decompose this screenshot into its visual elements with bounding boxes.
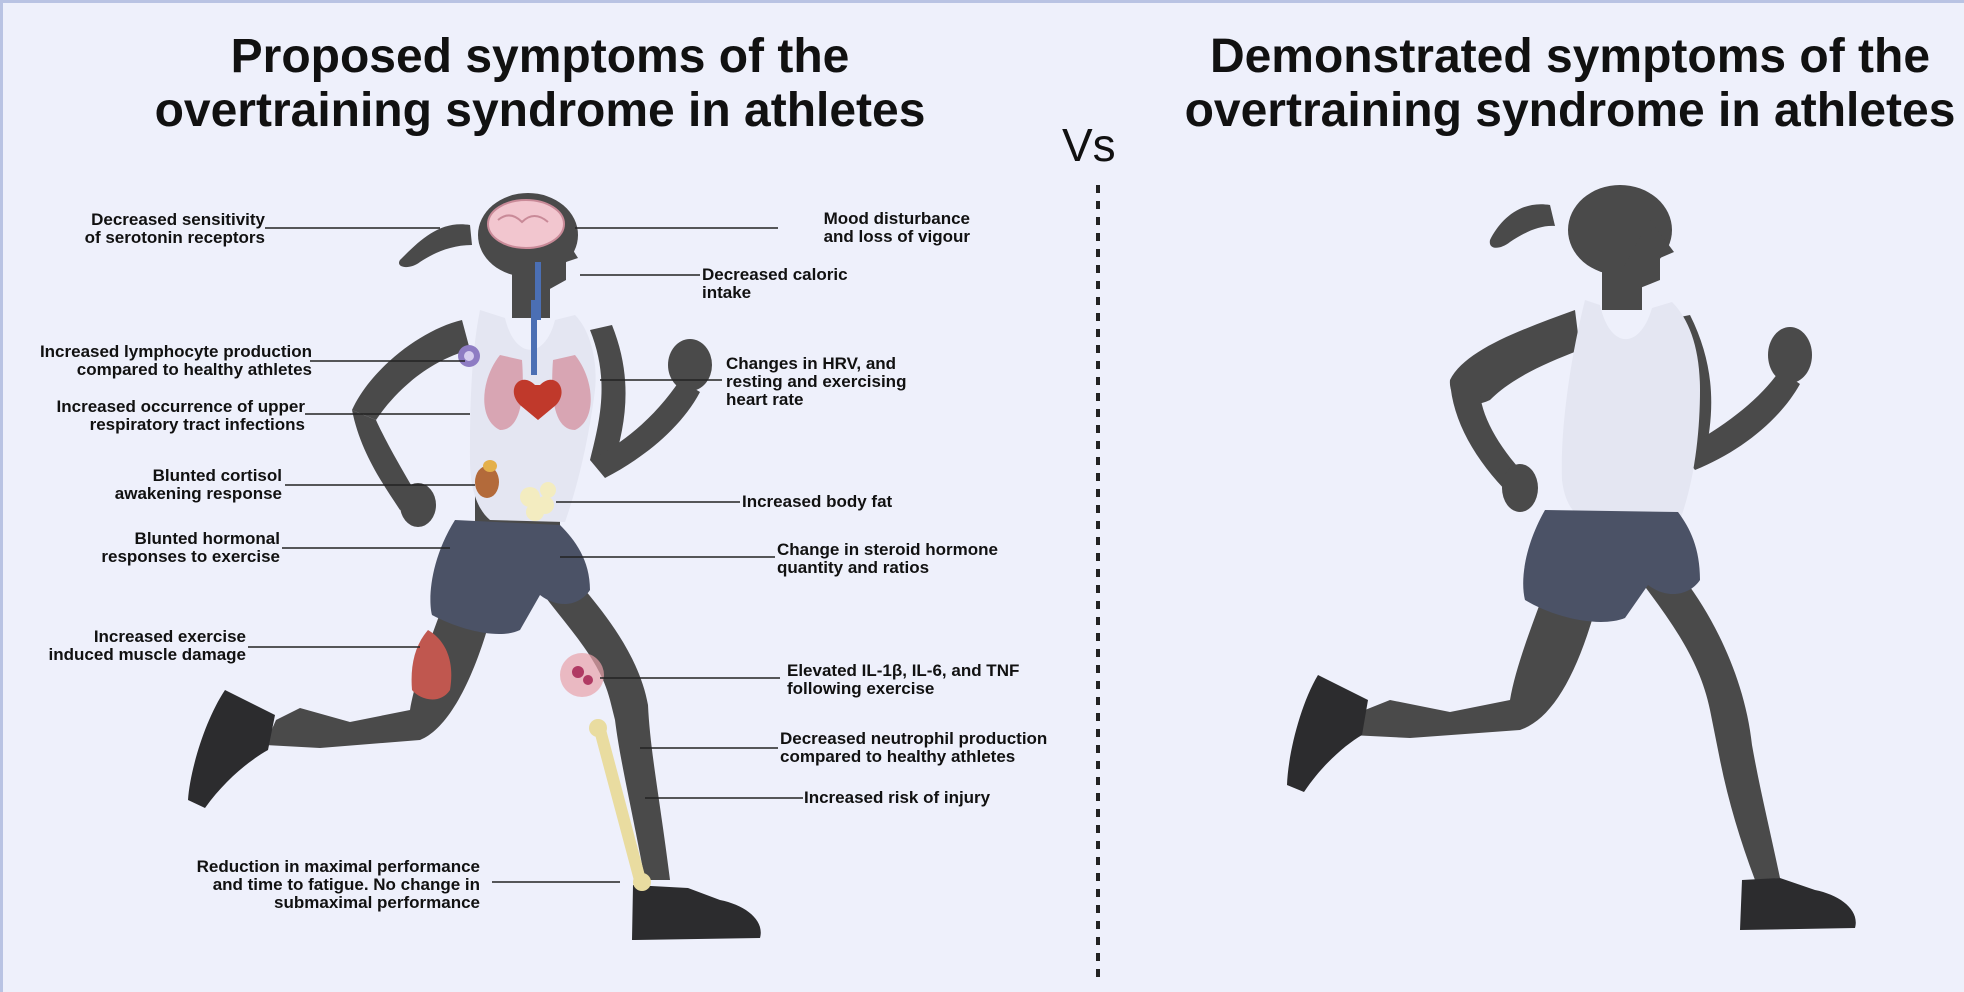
- inflammation-icon: [560, 653, 604, 697]
- ponytail: [1490, 204, 1555, 248]
- front-thigh: [1640, 580, 1780, 880]
- label-lymphocyte: Increased lymphocyte production compared…: [20, 343, 312, 379]
- label-bodyfat: Increased body fat: [742, 493, 962, 511]
- label-injury: Increased risk of injury: [804, 789, 1044, 807]
- back-upper-arm: [352, 320, 470, 420]
- label-muscle: Increased exercise induced muscle damage: [20, 628, 246, 664]
- neck: [1602, 270, 1642, 310]
- label-mood: Mood disturbance and loss of vigour: [770, 210, 970, 246]
- vs-label: Vs: [1062, 118, 1116, 172]
- label-serotonin: Decreased sensitivity of serotonin recep…: [60, 211, 265, 247]
- shoe-back-right: [1287, 675, 1368, 792]
- front-fist: [668, 339, 712, 391]
- label-caloric: Decreased caloric intake: [702, 266, 922, 302]
- label-steroid: Change in steroid hormone quantity and r…: [777, 541, 1037, 577]
- tank-top-right: [1562, 300, 1700, 520]
- label-neutrophil: Decreased neutrophil production compared…: [780, 730, 1080, 766]
- lymphocyte-icon: [458, 345, 480, 367]
- label-urti: Increased occurrence of upper respirator…: [20, 398, 305, 434]
- shoe-back-left: [188, 690, 275, 808]
- proposed-title: Proposed symptoms of the overtraining sy…: [60, 30, 1020, 138]
- shoe-front-left: [632, 885, 761, 940]
- back-fist: [400, 483, 436, 527]
- label-hormonal: Blunted hormonal responses to exercise: [60, 530, 280, 566]
- front-fist: [1768, 327, 1812, 383]
- demonstrated-title: Demonstrated symptoms of the overtrainin…: [1160, 30, 1964, 138]
- back-fist: [1502, 464, 1538, 512]
- shoe-front-right: [1740, 878, 1856, 930]
- label-cortisol: Blunted cortisol awakening response: [60, 467, 282, 503]
- label-performance: Reduction in maximal performance and tim…: [150, 858, 480, 912]
- label-hrv: Changes in HRV, and resting and exercisi…: [726, 355, 966, 409]
- brain-icon: [488, 200, 564, 248]
- ponytail: [399, 224, 472, 267]
- label-cytokines: Elevated IL-1β, IL-6, and TNF following …: [787, 662, 1067, 698]
